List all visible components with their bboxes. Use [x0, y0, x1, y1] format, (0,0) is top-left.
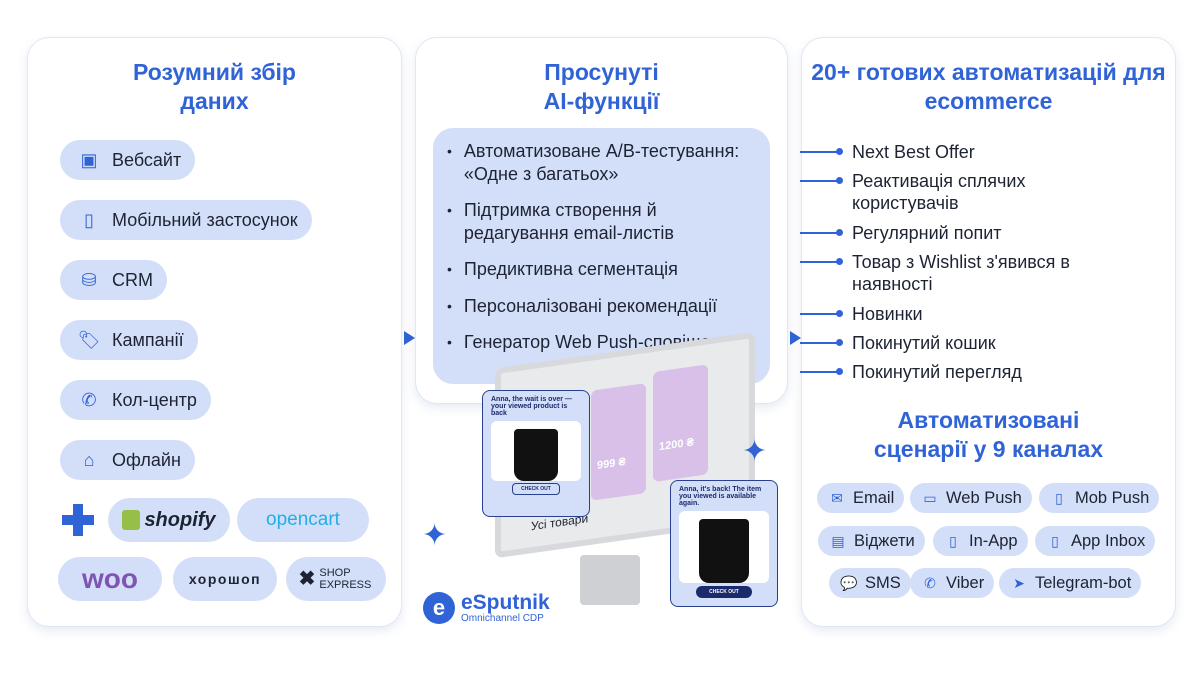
channel-app-inbox: ▯App Inbox	[1035, 526, 1156, 556]
channel-email: ✉Email	[817, 483, 905, 513]
arrow-icon	[404, 331, 415, 345]
database-icon: ⛁	[81, 269, 97, 290]
app-inbox-icon: ▯	[1051, 532, 1059, 549]
channels-title: Автоматизовані сценарії у 9 каналах	[873, 407, 1104, 462]
source-label: Кампанії	[112, 329, 184, 350]
brand-tagline: Omnichannel CDP	[461, 613, 544, 624]
channel-widgets: ▤Віджети	[818, 526, 925, 556]
source-call-center: ✆ Кол-центр	[60, 380, 211, 420]
shop-express-logo: ✖SHOP EXPRESS	[286, 557, 386, 601]
website-icon: ▣	[80, 149, 98, 170]
source-label: Мобільний застосунок	[112, 209, 298, 230]
monitor-stand	[580, 555, 640, 605]
source-label: CRM	[112, 269, 153, 290]
automation-item: Регулярний попит	[800, 222, 1002, 244]
feature-item: •Предиктивна сегментація	[447, 259, 678, 279]
plus-icon	[62, 504, 94, 536]
channel-mob-push: ▯Mob Push	[1039, 483, 1160, 513]
esputnik-logo-icon: e	[423, 592, 455, 624]
automation-item: Next Best Offer	[800, 141, 975, 163]
source-website: ▣ Вебсайт	[60, 140, 196, 180]
shopify-logo: shopify	[108, 498, 230, 542]
notification-card: Anna, the wait is over — your viewed pro…	[482, 390, 590, 517]
sparkle-icon: ✦	[422, 519, 448, 552]
telegram-icon: ➤	[1013, 574, 1025, 591]
channel-telegram: ➤Telegram-bot	[999, 568, 1142, 598]
check-out-button[interactable]: CHECK OUT	[696, 586, 752, 598]
feature-item: •Підтримка створення й редагування email…	[447, 200, 674, 243]
widget-icon: ▤	[831, 532, 845, 549]
feature-item: •Персоналізовані рекомендації	[447, 295, 718, 316]
channel-web-push: ▭Web Push	[910, 483, 1032, 513]
panel-title: 20+ готових автоматизацій для ecommerce	[811, 59, 1166, 114]
brand-logo: e eSputnik Omnichannel CDP	[423, 592, 550, 624]
source-campaigns: 🏷 Кампанії	[60, 320, 198, 360]
phone-icon: ✆	[81, 389, 97, 410]
sms-icon: 💬	[840, 574, 858, 591]
channel-viber: ✆Viber	[910, 568, 995, 598]
channel-sms: 💬SMS	[829, 568, 911, 598]
automation-item: Реактивація сплячих користувачів	[800, 170, 1100, 214]
panel-title: Просунуті AI-функції	[543, 59, 660, 114]
viber-icon: ✆	[924, 574, 936, 591]
product-card: 999 ₴	[591, 383, 646, 501]
sparkle-icon: ✦	[742, 435, 768, 468]
store-icon: ⌂	[83, 449, 95, 470]
automation-item: Новинки	[800, 303, 923, 325]
panel-title: Розумний збір даних	[133, 59, 296, 114]
channel-in-app: ▯In-App	[933, 526, 1028, 556]
horoshop-logo: хорошоп	[173, 557, 277, 601]
product-card: 1200 ₴	[653, 364, 708, 483]
source-mobile-app: ▯ Мобільний застосунок	[60, 200, 312, 240]
arrow-icon	[790, 331, 801, 345]
source-crm: ⛁ CRM	[60, 260, 167, 300]
opencart-logo: opencart	[237, 498, 369, 542]
source-label: Офлайн	[112, 449, 181, 470]
source-offline: ⌂ Офлайн	[60, 440, 195, 480]
automation-item: Покинутий перегляд	[800, 361, 1022, 383]
tag-icon: 🏷	[77, 329, 101, 350]
feature-item: •Автоматизоване A/B-тестування: «Одне з …	[447, 141, 740, 184]
source-label: Вебсайт	[112, 149, 182, 170]
automation-item: Товар з Wishlist з'явився в наявності	[800, 251, 1102, 295]
data-collection-panel: Розумний збір даних ▣ Вебсайт ▯ Мобільний …	[27, 37, 402, 627]
brand-name: eSputnik	[461, 591, 550, 614]
woo-logo: woo	[58, 557, 162, 601]
notification-card: Anna, it's back! The item you viewed is …	[670, 480, 778, 607]
in-app-icon: ▯	[949, 532, 957, 549]
email-icon: ✉	[831, 489, 843, 506]
web-push-icon: ▭	[923, 489, 937, 506]
check-out-button[interactable]: CHECK OUT	[512, 483, 560, 495]
mob-push-icon: ▯	[1055, 489, 1063, 506]
source-label: Кол-центр	[112, 389, 197, 410]
automation-item: Покинутий кошик	[800, 332, 996, 354]
mobile-icon: ▯	[84, 209, 94, 230]
